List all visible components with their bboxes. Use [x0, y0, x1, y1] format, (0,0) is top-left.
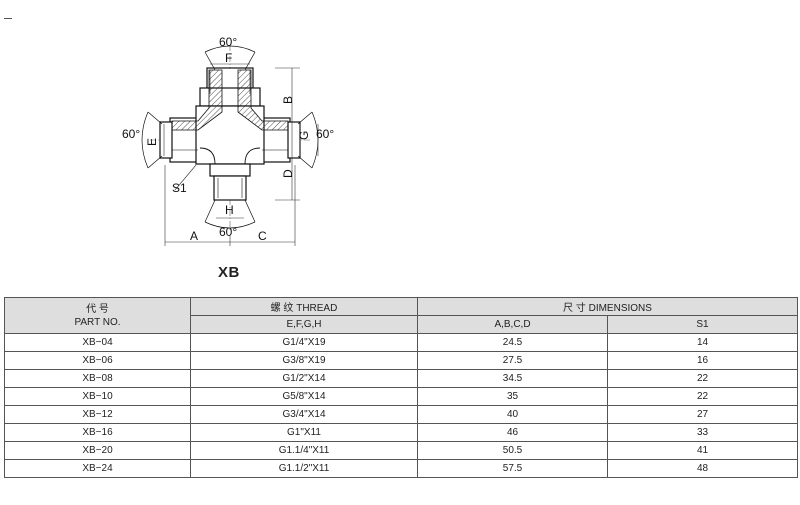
cell-abcd: 50.5	[417, 441, 608, 460]
section-hatch	[171, 69, 289, 131]
cell-part: XB−04	[4, 333, 191, 352]
cell-s1: 22	[607, 369, 798, 388]
header-part-en: PART NO.	[74, 316, 121, 328]
cell-thread: G5/8"X14	[190, 387, 418, 406]
table-row: XB−08 G1/2"X14 34.5 22	[4, 369, 798, 388]
cell-part: XB−16	[4, 423, 191, 442]
header-dim-s1: S1	[607, 315, 798, 334]
dim-a-label: A	[190, 229, 198, 243]
cell-thread: G1/4"X19	[190, 333, 418, 352]
cell-s1: 41	[607, 441, 798, 460]
dim-s1-label: S1	[172, 181, 187, 195]
cell-thread: G1"X11	[190, 423, 418, 442]
dim-g-label: G	[297, 131, 311, 140]
cell-part: XB−08	[4, 369, 191, 388]
dim-d-label: D	[281, 169, 295, 178]
dim-f-label: F	[225, 51, 232, 65]
dimension-lines	[163, 63, 319, 246]
table-row: XB−04 G1/4"X19 24.5 14	[4, 333, 798, 352]
cell-part: XB−20	[4, 441, 191, 460]
cell-abcd: 27.5	[417, 351, 608, 370]
angle-left-label: 60°	[122, 127, 140, 141]
table-row: XB−16 G1"X11 46 33	[4, 423, 798, 442]
cell-s1: 48	[607, 459, 798, 478]
table-row: XB−20 G1.1/4"X11 50.5 41	[4, 441, 798, 460]
cell-part: XB−12	[4, 405, 191, 424]
header-thread-sub: E,F,G,H	[190, 315, 418, 334]
cell-abcd: 34.5	[417, 369, 608, 388]
header-dim-abcd: A,B,C,D	[417, 315, 608, 334]
cell-s1: 14	[607, 333, 798, 352]
table-row: XB−10 G5/8"X14 35 22	[4, 387, 798, 406]
angle-bottom-label: 60°	[219, 225, 237, 239]
cell-abcd: 46	[417, 423, 608, 442]
thread-lines	[172, 70, 288, 198]
dim-c-label: C	[258, 229, 267, 243]
header-dimensions: 尺 寸 DIMENSIONS	[417, 297, 798, 316]
cell-abcd: 24.5	[417, 333, 608, 352]
corner-mark	[4, 18, 12, 19]
cell-s1: 33	[607, 423, 798, 442]
dim-b-label: B	[281, 96, 295, 104]
cell-thread: G1.1/4"X11	[190, 441, 418, 460]
cell-thread: G3/4"X14	[190, 405, 418, 424]
cell-thread: G1.1/2"X11	[190, 459, 418, 478]
table-row: XB−06 G3/8"X19 27.5 16	[4, 351, 798, 370]
table-row: XB−12 G3/4"X14 40 27	[4, 405, 798, 424]
model-label: XB	[218, 264, 240, 281]
header-part-cn: 代 号	[86, 303, 109, 315]
cell-part: XB−06	[4, 351, 191, 370]
cell-part: XB−10	[4, 387, 191, 406]
table-row: XB−24 G1.1/2"X11 57.5 48	[4, 459, 798, 478]
cell-abcd: 57.5	[417, 459, 608, 478]
cell-abcd: 35	[417, 387, 608, 406]
cell-thread: G1/2"X14	[190, 369, 418, 388]
dim-h-label: H	[225, 203, 234, 217]
cell-thread: G3/8"X19	[190, 351, 418, 370]
header-part-no: 代 号 PART NO.	[4, 297, 191, 334]
cell-s1: 22	[607, 387, 798, 406]
dim-e-label: E	[145, 138, 159, 146]
inner-bore	[199, 147, 261, 165]
angle-right-label: 60°	[316, 127, 334, 141]
cell-s1: 16	[607, 351, 798, 370]
cell-abcd: 40	[417, 405, 608, 424]
spec-table: 代 号 PART NO. 螺 纹 THREAD 尺 寸 DIMENSIONS E…	[4, 297, 798, 478]
cell-part: XB−24	[4, 459, 191, 478]
angle-top-label: 60°	[219, 35, 237, 49]
cross-fitting-drawing: 60° F B 60° E G 60° D S1 H A 60° C	[122, 35, 334, 246]
cell-s1: 27	[607, 405, 798, 424]
header-thread: 螺 纹 THREAD	[190, 297, 418, 316]
